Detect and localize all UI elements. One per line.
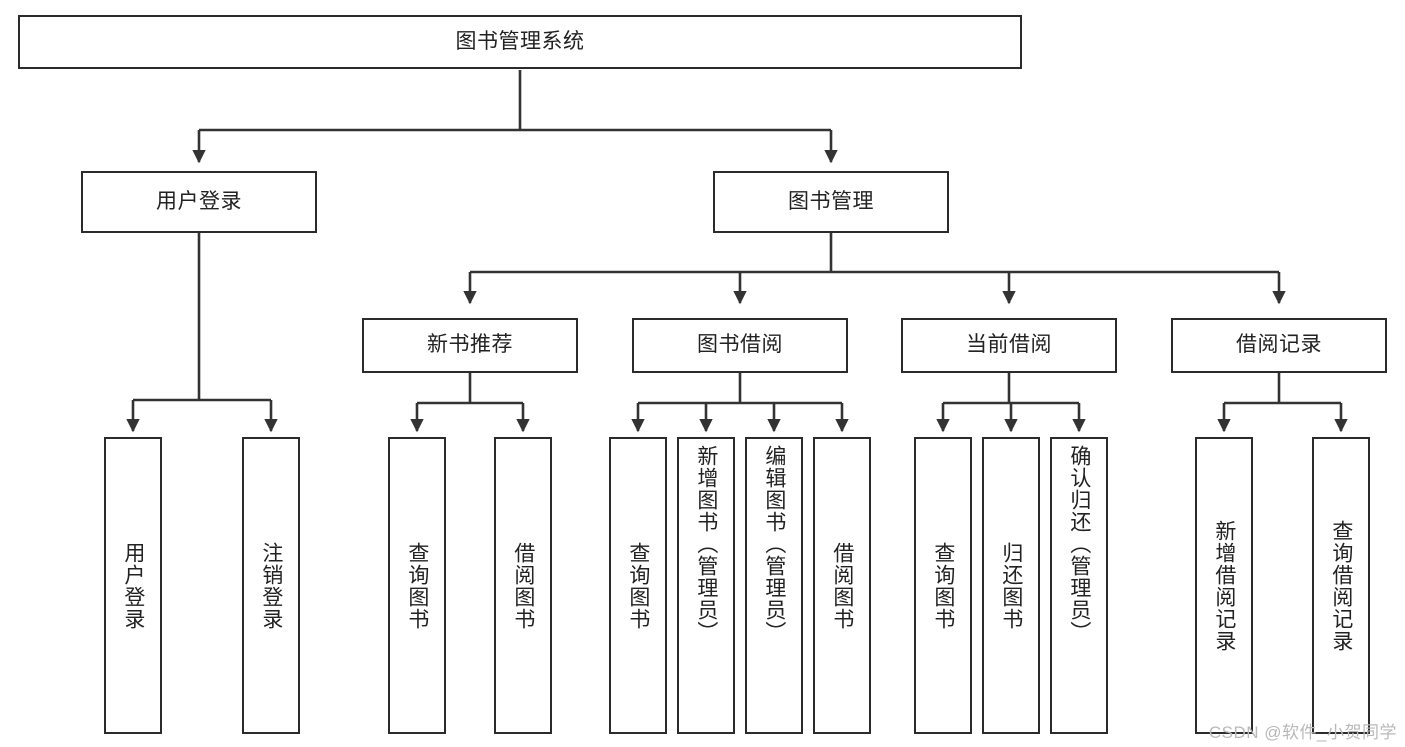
node-label: 借阅图书 — [511, 541, 535, 630]
node-label: 图书借阅 — [697, 333, 783, 357]
node-label: 新增图书（管理员） — [694, 445, 718, 643]
node-label: 查询借阅记录 — [1329, 519, 1353, 652]
leaf-current-borrow-query[interactable]: 查询图书 — [914, 437, 972, 734]
node-label: 当前借阅 — [966, 333, 1052, 357]
node-current-borrow[interactable]: 当前借阅 — [901, 318, 1117, 373]
node-book-management[interactable]: 图书管理 — [713, 171, 949, 233]
leaf-book-borrow-edit[interactable]: 编辑图书（管理员） — [745, 437, 803, 734]
node-label: 新书推荐 — [427, 333, 513, 357]
node-label: 图书管理系统 — [455, 29, 585, 53]
node-label: 用户登录 — [156, 189, 242, 213]
node-label: 新增借阅记录 — [1212, 519, 1236, 652]
watermark: CSDN @软件_小贺同学 — [1208, 723, 1397, 742]
node-new-book-recommend[interactable]: 新书推荐 — [362, 318, 578, 373]
leaf-current-borrow-return[interactable]: 归还图书 — [982, 437, 1040, 734]
node-label: 用户登录 — [121, 541, 145, 630]
node-user-login[interactable]: 用户登录 — [81, 171, 317, 233]
leaf-new-book-borrow[interactable]: 借阅图书 — [494, 437, 552, 734]
node-label: 查询图书 — [931, 541, 955, 630]
node-label: 借阅记录 — [1236, 333, 1322, 357]
leaf-user-login-logout[interactable]: 注销登录 — [242, 437, 300, 734]
leaf-borrow-record-add[interactable]: 新增借阅记录 — [1195, 437, 1253, 734]
node-label: 归还图书 — [999, 541, 1023, 630]
leaf-book-borrow-add[interactable]: 新增图书（管理员） — [677, 437, 735, 734]
node-label: 编辑图书（管理员） — [762, 445, 786, 643]
node-borrow-record[interactable]: 借阅记录 — [1171, 318, 1387, 373]
leaf-book-borrow-borrow[interactable]: 借阅图书 — [813, 437, 871, 734]
leaf-borrow-record-query[interactable]: 查询借阅记录 — [1312, 437, 1370, 734]
node-label: 查询图书 — [405, 541, 429, 630]
node-label: 图书管理 — [788, 189, 874, 213]
leaf-current-borrow-confirm-return[interactable]: 确认归还（管理员） — [1050, 437, 1108, 734]
node-label: 查询图书 — [626, 541, 650, 630]
leaf-new-book-query[interactable]: 查询图书 — [388, 437, 446, 734]
leaf-book-borrow-query[interactable]: 查询图书 — [609, 437, 667, 734]
node-label: 借阅图书 — [830, 541, 854, 630]
node-label: 注销登录 — [259, 541, 283, 630]
leaf-user-login-login[interactable]: 用户登录 — [104, 437, 162, 734]
node-root-system[interactable]: 图书管理系统 — [18, 15, 1022, 69]
node-label: 确认归还（管理员） — [1067, 445, 1091, 643]
node-book-borrow[interactable]: 图书借阅 — [632, 318, 848, 373]
